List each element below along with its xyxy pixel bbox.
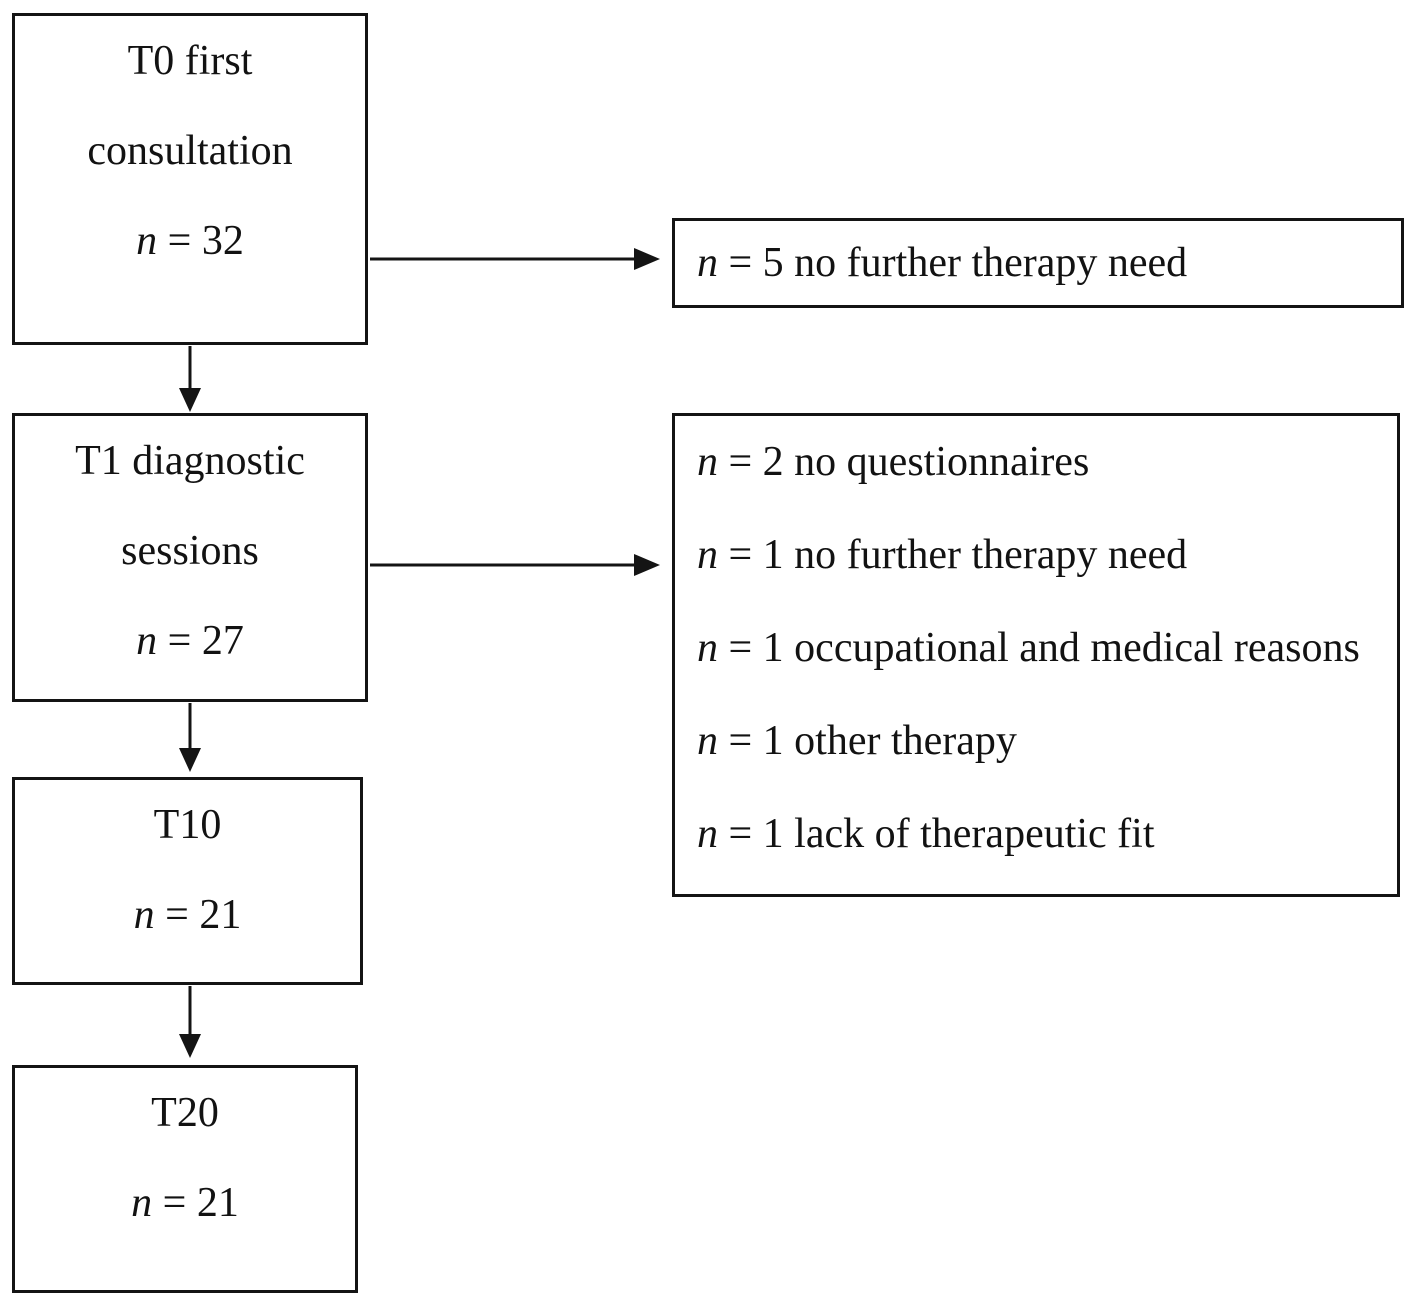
dropout-reason: n = 1 lack of therapeutic fit: [697, 788, 1397, 881]
dropout-reason: n = 2 no questionnaires: [697, 416, 1397, 509]
arrow-t0-to-dropout: [370, 248, 660, 270]
n-symbol: n: [697, 718, 718, 764]
n-value: = 32: [167, 218, 244, 264]
node-label: T20: [151, 1090, 219, 1136]
n-symbol: n: [133, 892, 155, 938]
n-symbol: n: [136, 618, 158, 664]
node-sample-size: n = 32: [15, 196, 365, 286]
node-dropout-after-t1: n = 2 no questionnaires n = 1 no further…: [672, 413, 1400, 897]
arrow-t10-to-t20: [179, 986, 201, 1058]
n-symbol: n: [131, 1180, 153, 1226]
n-value: = 27: [167, 618, 244, 664]
dropout-text: = 5 no further therapy need: [728, 240, 1188, 286]
n-symbol: n: [697, 625, 718, 671]
dropout-text: = 1 lack of therapeutic fit: [728, 811, 1155, 857]
node-sample-size: n = 21: [15, 1158, 355, 1248]
node-t0-first-consultation: T0 first consultation n = 32: [12, 13, 368, 345]
arrow-t1-to-dropout: [370, 554, 660, 576]
dropout-reason: n = 5 no further therapy need: [697, 239, 1187, 287]
n-value: = 21: [162, 1180, 239, 1226]
arrow-t1-to-t10: [179, 703, 201, 772]
n-symbol: n: [697, 240, 718, 286]
dropout-reason: n = 1 other therapy: [697, 695, 1397, 788]
arrow-t0-to-t1: [179, 346, 201, 412]
dropout-text: = 1 occupational and medical reasons: [728, 625, 1360, 671]
n-symbol: n: [136, 218, 158, 264]
node-t20: T20 n = 21: [12, 1065, 358, 1293]
node-label: T1 diagnostic: [75, 438, 305, 484]
n-symbol: n: [697, 439, 718, 485]
node-label: sessions: [121, 528, 259, 574]
dropout-text: = 1 other therapy: [728, 718, 1017, 764]
node-t10: T10 n = 21: [12, 777, 363, 985]
dropout-reason: n = 1 occupational and medical reasons: [697, 602, 1397, 695]
n-symbol: n: [697, 532, 718, 578]
dropout-text: = 1 no further therapy need: [728, 532, 1188, 578]
node-sample-size: n = 27: [15, 596, 365, 686]
n-symbol: n: [697, 811, 718, 857]
node-label: T10: [153, 802, 222, 848]
node-t1-diagnostic-sessions: T1 diagnostic sessions n = 27: [12, 413, 368, 702]
n-value: = 21: [165, 892, 242, 938]
node-sample-size: n = 21: [15, 870, 360, 960]
dropout-reason: n = 1 no further therapy need: [697, 509, 1397, 602]
dropout-text: = 2 no questionnaires: [728, 439, 1090, 485]
node-label: consultation: [87, 128, 293, 174]
node-dropout-after-t0: n = 5 no further therapy need: [672, 218, 1404, 308]
node-label: T0 first: [127, 38, 253, 84]
